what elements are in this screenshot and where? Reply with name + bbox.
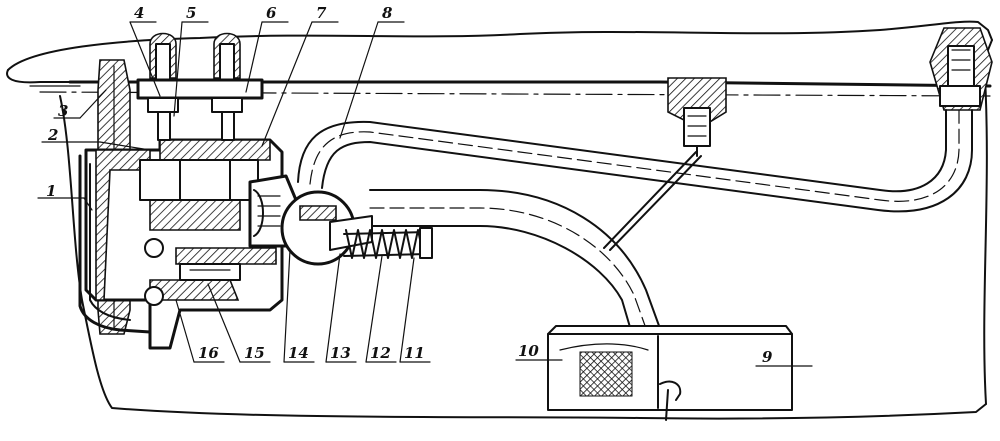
callout-8: 8 [382,4,393,22]
callout-4: 4 [134,4,144,22]
oil-strainer [547,325,793,421]
mounting-studs [136,32,264,141]
callout-7: 7 [316,4,327,22]
callout-1: 1 [46,182,56,200]
callout-10: 10 [518,342,539,360]
callout-16: 16 [198,344,219,362]
leader-lines [37,21,813,367]
callout-14: 14 [288,344,309,362]
suction-pipe [369,189,663,335]
callout-13: 13 [330,344,351,362]
callout-labels: 1 2 3 4 5 6 7 8 9 10 11 12 13 14 15 16 [46,4,773,366]
callout-6: 6 [266,4,277,22]
callout-12: 12 [370,344,391,362]
callout-11: 11 [404,344,425,362]
callout-5: 5 [186,4,196,22]
support-rod [603,151,702,251]
relief-valve [248,174,433,266]
pump-housing [84,138,284,350]
callout-15: 15 [244,344,265,362]
callout-3: 3 [58,102,68,120]
bracket-boss [667,77,727,157]
cover-plate [78,154,152,334]
delivery-pipe [297,109,973,213]
callout-9: 9 [762,348,773,366]
right-oil-boss [929,27,993,111]
callout-2: 2 [47,126,58,144]
